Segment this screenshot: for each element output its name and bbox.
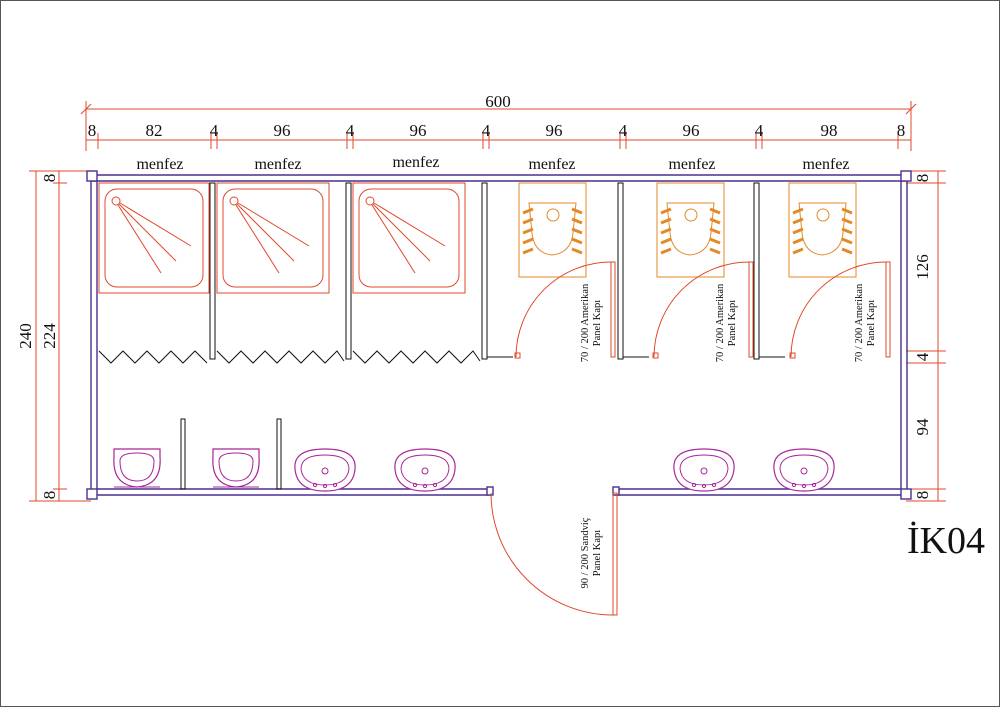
dimension-segment: 4 [210,121,219,140]
vent-label: menfez [528,156,575,173]
squat-toilet [655,181,726,279]
wash-basin [394,448,456,492]
dimension-segment: 4 [346,121,355,140]
toilet-door-swing [652,261,754,359]
door-label-line1: 70 / 200 Amerikan [854,283,865,362]
door-label-line2: Panel Kapı [592,530,603,576]
wash-basin [673,448,735,492]
dimension-segment: 82 [146,121,163,140]
dimension-segment: 96 [683,121,700,140]
toilet-door-swing [789,261,891,359]
door-label-line1: 70 / 200 Amerikan [580,283,591,362]
exterior-walls [86,170,912,500]
vent-label: menfez [802,156,849,173]
toilet-door-swing [514,261,616,359]
wc-pan [212,448,260,488]
dimension-segment: 4 [913,352,932,361]
vent-label: menfez [392,154,439,171]
vent-label: menfez [254,156,301,173]
dimension-segment: 96 [410,121,427,140]
top-dimension-lines [80,101,917,151]
squat-toilet [787,181,858,279]
entrance-door-label: 90 / 200 Sandviç Panel Kapı [580,517,603,588]
dimension-segment: 126 [913,254,932,280]
dimension-total-depth: 240 [16,323,35,349]
wash-basin [294,448,356,492]
dimension-segment: 8 [913,491,932,500]
door-label-line1: 90 / 200 Sandviç [580,517,591,588]
dimension-segment: 8 [40,491,59,500]
dimension-segment: 98 [821,121,838,140]
right-dimension-lines [906,170,946,502]
shower-tray [216,182,330,294]
door-label-line2: Panel Kapı [727,300,738,346]
wc-pan [113,448,161,488]
toilet-door-label: 70 / 200 Amerikan Panel Kapı [854,283,877,362]
dimension-segment: 4 [482,121,491,140]
door-label-line1: 70 / 200 Amerikan [715,283,726,362]
toilet-door-label: 70 / 200 Amerikan Panel Kapı [715,283,738,362]
dimension-segment: 94 [913,418,932,436]
toilet-door-label: 70 / 200 Amerikan Panel Kapı [580,283,603,362]
partition-walls [180,182,785,490]
dimension-segment: 8 [913,174,932,183]
plan-code: İK04 [907,520,985,562]
dimension-segment: 4 [755,121,764,140]
shower-curtains [98,350,481,364]
dimension-inner-depth: 224 [40,323,59,349]
dimension-segment: 8 [897,121,906,140]
dimension-segment: 96 [546,121,563,140]
dimension-segment: 4 [619,121,628,140]
shower-tray [98,182,210,294]
shower-tray [352,182,466,294]
dimension-segment: 96 [274,121,291,140]
dimension-total-width: 600 [485,92,511,111]
entrance-door-swing [490,492,618,616]
vent-label: menfez [668,156,715,173]
squat-toilet [517,181,588,279]
left-dimension-lines [29,170,91,502]
door-label-line2: Panel Kapı [866,300,877,346]
door-label-line2: Panel Kapı [592,300,603,346]
wash-basin [773,448,835,492]
vent-label: menfez [136,156,183,173]
dimension-segment: 8 [88,121,97,140]
dimension-segment: 8 [40,174,59,183]
